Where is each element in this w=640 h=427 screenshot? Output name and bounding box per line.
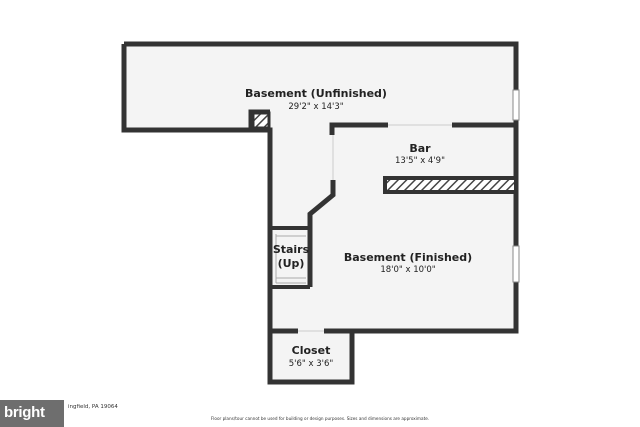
angled-wall [307,180,336,287]
room-dims-bar: 13'5" x 4'9" [395,156,445,166]
room-label-stairs-up: (Up) [278,257,305,270]
room-dims-basement-unfinished: 29'2" x 14'3" [288,102,343,112]
room-dims-closet: 5'6" x 3'6" [289,359,334,369]
bar-top-wall [329,122,516,135]
brand-logo: bright [4,404,45,421]
window-upper-right [512,89,520,121]
footer-address: ingfield, PA 19064 [68,404,118,410]
room-label-basement-unfinished: Basement (Unfinished) [245,87,387,100]
room-dims-basement-finished: 18'0" x 10'0" [380,265,435,275]
footer-disclaimer: Floor plans/tour cannot be used for buil… [211,416,429,421]
room-label-stairs: Stairs [273,243,310,256]
room-label-closet: Closet [292,344,331,357]
support-column [251,111,271,130]
room-label-basement-finished: Basement (Finished) [344,251,472,264]
outer-wall-left [121,44,251,133]
stair-treads [275,234,306,284]
bar-counter [383,176,518,194]
stairs-wall [270,226,310,289]
window-lower-right [512,245,520,283]
brand-logo-background [0,400,64,427]
room-label-bar: Bar [409,142,431,155]
